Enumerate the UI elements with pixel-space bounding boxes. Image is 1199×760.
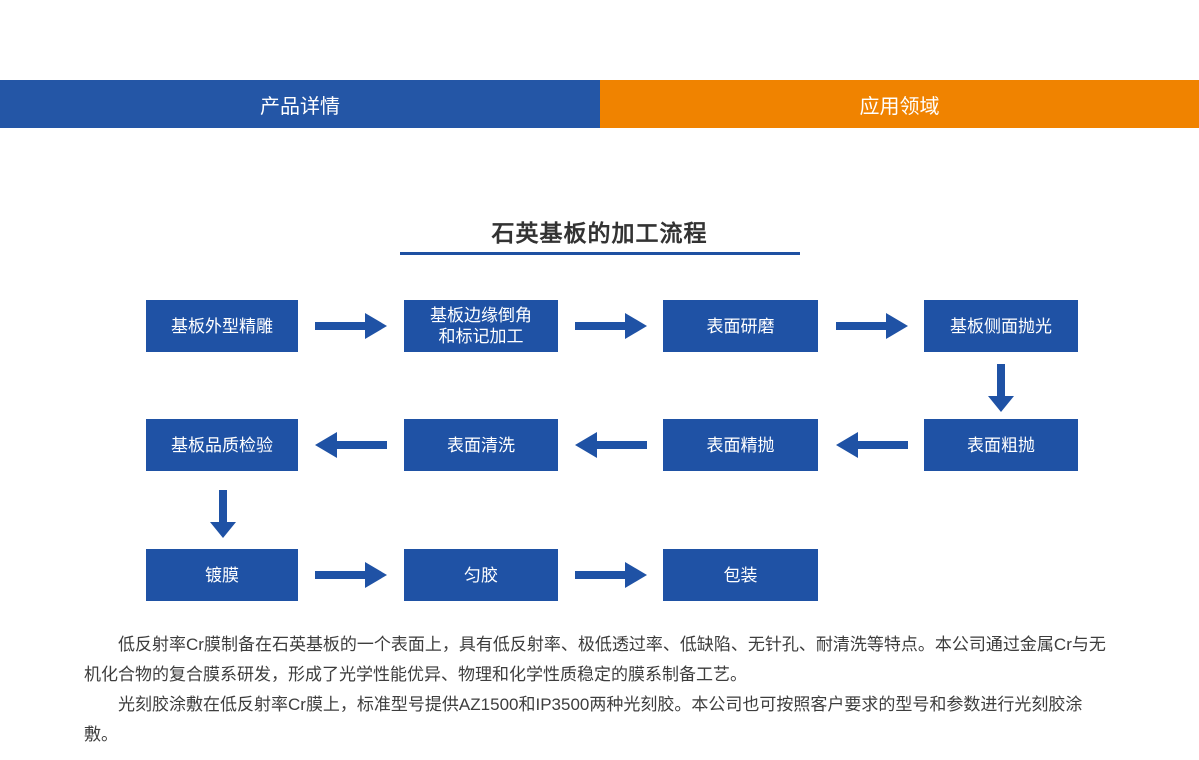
arrow-right-icon bbox=[836, 313, 908, 339]
flow-node-fine-polishing: 表面精抛 bbox=[663, 419, 818, 471]
flow-node-quality-inspection: 基板品质检验 bbox=[146, 419, 298, 471]
arrow-right-icon bbox=[575, 562, 647, 588]
tab-application-areas[interactable]: 应用领域 bbox=[600, 80, 1199, 128]
arrow-down-icon bbox=[210, 490, 236, 538]
paragraph-photoresist: 光刻胶涂敷在低反射率Cr膜上，标准型号提供AZ1500和IP3500两种光刻胶。… bbox=[84, 695, 1083, 744]
flowchart-title: 石英基板的加工流程 bbox=[491, 220, 708, 246]
arrow-right-icon bbox=[575, 313, 647, 339]
arrow-left-icon bbox=[836, 432, 908, 458]
arrow-down-icon bbox=[988, 364, 1014, 412]
flow-node-side-polishing: 基板侧面抛光 bbox=[924, 300, 1078, 352]
flow-node-edge-chamfer-marking: 基板边缘倒角 和标记加工 bbox=[404, 300, 558, 352]
flow-node-packaging: 包装 bbox=[663, 549, 818, 601]
arrow-left-icon bbox=[575, 432, 647, 458]
tab-bar: 产品详情 应用领域 bbox=[0, 80, 1199, 128]
arrow-right-icon bbox=[315, 562, 387, 588]
flow-node-coating: 镀膜 bbox=[146, 549, 298, 601]
title-underline bbox=[400, 252, 800, 255]
arrow-left-icon bbox=[315, 432, 387, 458]
flow-node-resist-spreading: 匀胶 bbox=[404, 549, 558, 601]
tab-product-details[interactable]: 产品详情 bbox=[0, 80, 600, 128]
flow-node-surface-cleaning: 表面清洗 bbox=[404, 419, 558, 471]
paragraph-cr-film: 低反射率Cr膜制备在石英基板的一个表面上，具有低反射率、极低透过率、低缺陷、无针… bbox=[84, 635, 1106, 684]
flow-node-rough-polishing: 表面粗抛 bbox=[924, 419, 1078, 471]
flow-node-outline-engraving: 基板外型精雕 bbox=[146, 300, 298, 352]
description-text: 低反射率Cr膜制备在石英基板的一个表面上，具有低反射率、极低透过率、低缺陷、无针… bbox=[84, 630, 1116, 750]
arrow-right-icon bbox=[315, 313, 387, 339]
flow-node-surface-grinding: 表面研磨 bbox=[663, 300, 818, 352]
